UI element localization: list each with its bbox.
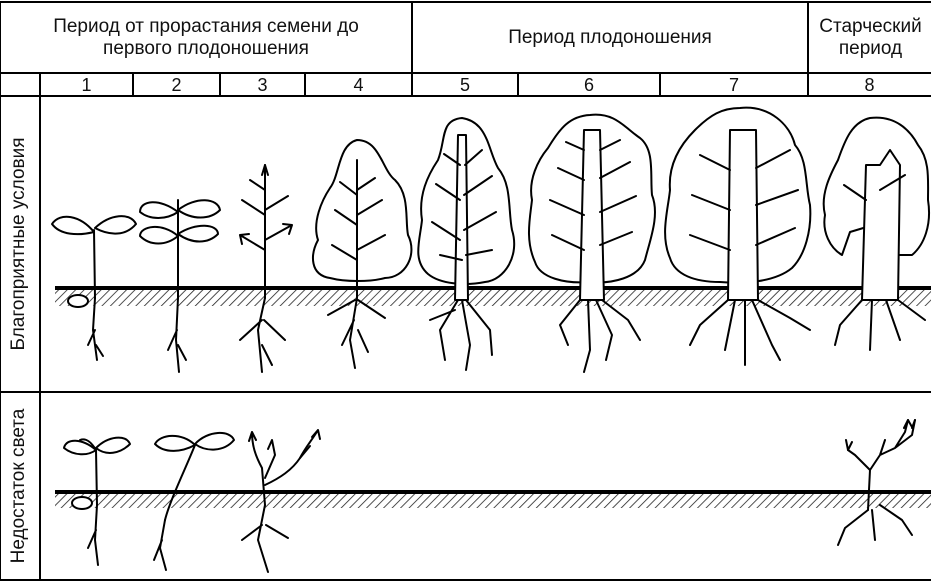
sapling-stage-3 [240,165,292,372]
stage-number: 2 [133,75,220,95]
stage-number: 6 [518,75,660,95]
tree-stage-8 [824,118,929,350]
tree-stage-4 [313,140,411,368]
stage-number: 8 [808,75,931,95]
tree-shade-stage-8 [838,420,915,545]
header-fruiting-period: Период плодоношения [414,4,806,72]
tree-stage-5 [418,118,514,370]
tree-stage-7 [665,108,810,365]
row-label-favorable: Благоприятные условия [8,115,32,373]
stage-number: 5 [412,75,518,95]
header-germination-period: Период от прорастания семени до первого … [2,4,410,72]
stage-number: 1 [40,75,133,95]
header-old-age-period: Старческий период [810,4,931,72]
stage-number: 7 [660,75,808,95]
ground-favorable [55,288,931,306]
ground-light-shortage [55,492,931,508]
row-label-light-shortage: Недостаток света [8,402,32,570]
stage-number: 4 [305,75,412,95]
tree-stage-6 [529,115,655,372]
stage-number: 3 [220,75,305,95]
